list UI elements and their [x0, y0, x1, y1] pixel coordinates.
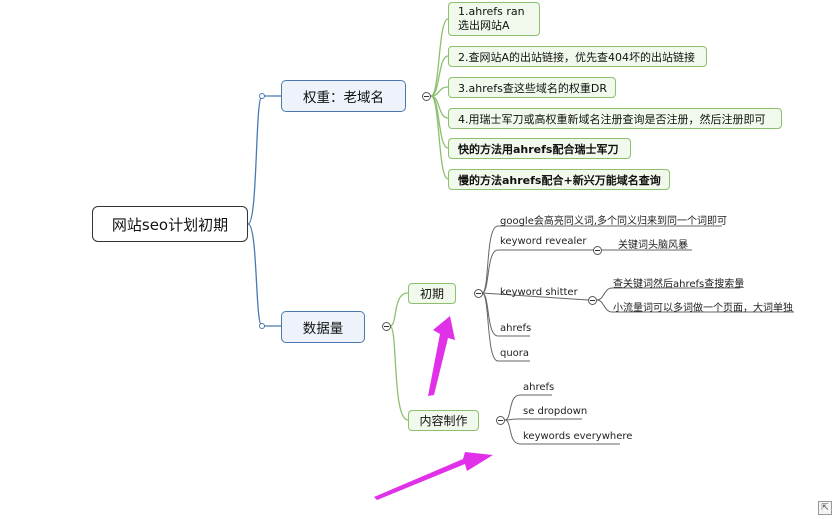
weight-item-6-label: 慢的方法ahrefs配合+新兴万能域名查询 — [458, 173, 661, 187]
weight-item-1-line2: 选出网站A — [458, 19, 510, 32]
early-label: 初期 — [419, 287, 444, 301]
weight-item-3[interactable]: 3.ahrefs查这些域名的权重DR — [448, 77, 616, 98]
connector-root-data — [247, 223, 281, 327]
weight-item-4-label: 4.用瑞士军刀或高权重新域名注册查询是否注册，然后注册即可 — [458, 112, 766, 126]
collapse-minus-icon[interactable] — [496, 416, 505, 425]
connector-root-weight — [247, 95, 281, 225]
branch-weight[interactable]: 权重：老域名 — [281, 80, 406, 112]
shitter-child-2[interactable]: 小流量词可以多词做一个页面，大词单独 — [613, 303, 793, 314]
branch-data[interactable]: 数据量 — [281, 311, 365, 343]
weight-item-5-label: 快的方法用ahrefs配合瑞士军刀 — [458, 142, 619, 156]
collapse-minus-icon[interactable] — [422, 92, 431, 101]
weight-item-4[interactable]: 4.用瑞士军刀或高权重新域名注册查询是否注册，然后注册即可 — [448, 108, 782, 129]
revealer-child[interactable]: 关键词头脑风暴 — [618, 240, 688, 251]
restore-view-icon[interactable]: ⇱ — [818, 501, 832, 515]
shitter-child-1[interactable]: 查关键词然后ahrefs查搜索量 — [613, 279, 745, 290]
root-node[interactable]: 网站seo计划初期 — [92, 206, 248, 242]
arrow-upper — [428, 316, 455, 396]
content-item-se-dropdown[interactable]: se dropdown — [523, 406, 588, 417]
weight-item-5[interactable]: 快的方法用ahrefs配合瑞士军刀 — [448, 138, 631, 159]
connectors-early — [481, 225, 794, 362]
annotation-arrows — [374, 316, 493, 500]
content-label: 内容制作 — [419, 414, 468, 428]
connectors-content — [504, 394, 620, 445]
connectors-weight — [430, 18, 449, 180]
early-item-shitter[interactable]: keyword shitter — [500, 287, 578, 298]
content-item-keywords-everywhere[interactable]: keywords everywhere — [523, 431, 633, 442]
weight-item-2-label: 2.查网站A的出站链接，优先查404坏的出站链接 — [458, 50, 696, 64]
collapse-minus-icon[interactable] — [593, 246, 602, 255]
content-item-ahrefs[interactable]: ahrefs — [523, 382, 555, 393]
weight-item-6[interactable]: 慢的方法ahrefs配合+新兴万能域名查询 — [448, 169, 670, 190]
connectors-data — [389, 292, 409, 421]
early-item-ahrefs[interactable]: ahrefs — [500, 323, 532, 334]
content-node[interactable]: 内容制作 — [408, 410, 479, 431]
collapse-minus-icon[interactable] — [474, 289, 483, 298]
weight-item-1-line1: 1.ahrefs ran — [458, 5, 525, 18]
weight-item-3-label: 3.ahrefs查这些域名的权重DR — [458, 81, 607, 95]
weight-item-2[interactable]: 2.查网站A的出站链接，优先查404坏的出站链接 — [448, 46, 707, 67]
weight-item-1[interactable]: 1.ahrefs ran 选出网站A — [448, 2, 540, 36]
branch-weight-label: 权重：老域名 — [303, 90, 384, 106]
root-label: 网站seo计划初期 — [111, 215, 229, 234]
early-item-google[interactable]: google会高亮同义词,多个同义归来到同一个词即可 — [500, 216, 728, 227]
arrow-lower — [374, 452, 493, 500]
early-item-revealer[interactable]: keyword revealer — [500, 236, 587, 247]
collapse-minus-icon[interactable] — [382, 322, 391, 331]
collapse-minus-icon[interactable] — [588, 296, 597, 305]
early-node[interactable]: 初期 — [408, 283, 456, 304]
branch-data-label: 数据量 — [302, 321, 344, 337]
early-item-quora[interactable]: quora — [500, 348, 530, 359]
